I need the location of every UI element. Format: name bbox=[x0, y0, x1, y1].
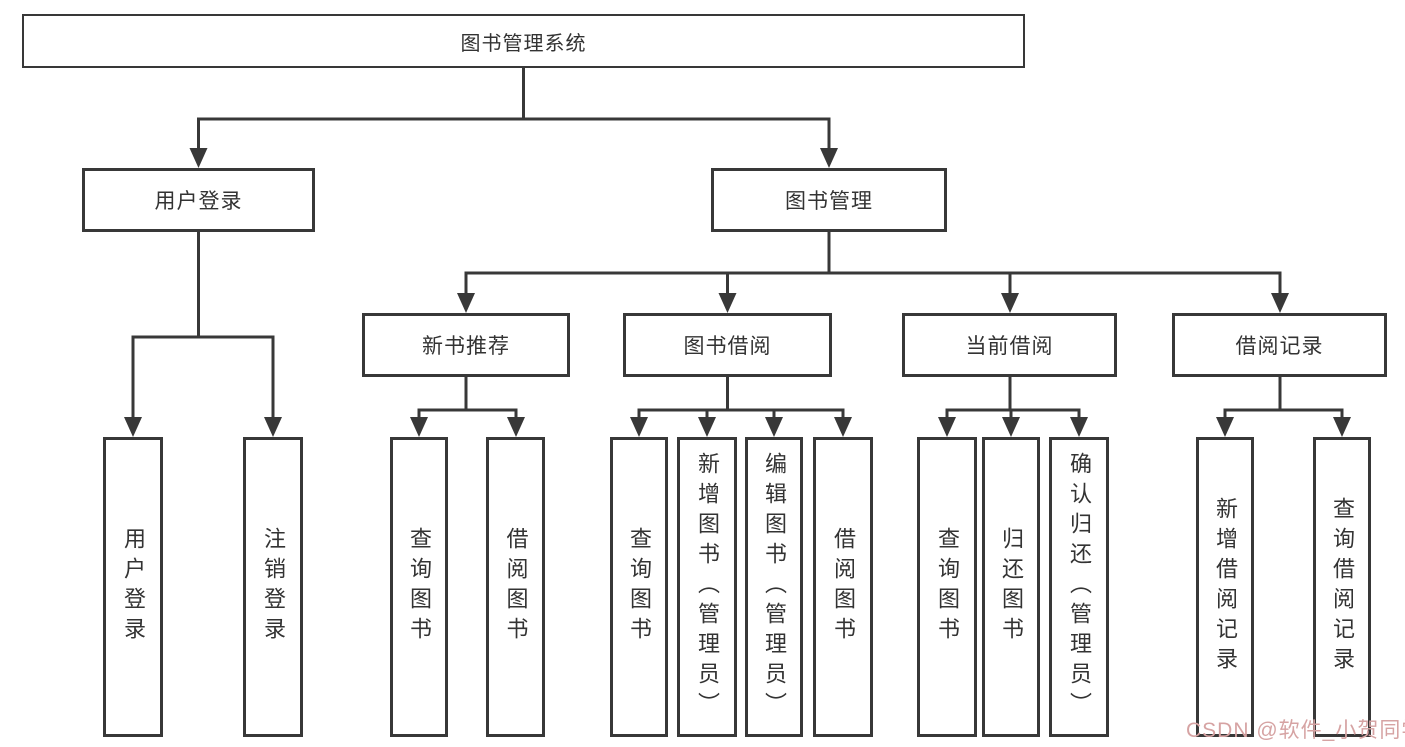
leaf-borrow-edit-book-admin: 编辑图书（管理员） bbox=[745, 437, 803, 737]
edge-borrow-record-to-leaves bbox=[1223, 375, 1344, 421]
arrow-down-icon bbox=[1002, 417, 1020, 437]
leaf-newrec-query-book-label: 查询图书 bbox=[407, 527, 432, 647]
arrow-down-icon bbox=[189, 148, 208, 168]
arrow-down-icon bbox=[698, 417, 716, 437]
arrow-down-icon bbox=[1333, 417, 1351, 437]
arrow-down-icon bbox=[1070, 417, 1088, 437]
arrow-down-icon bbox=[1216, 417, 1234, 437]
node-root-label: 图书管理系统 bbox=[460, 32, 587, 55]
node-borrow-record-label: 借阅记录 bbox=[1235, 335, 1324, 358]
arrow-down-icon bbox=[264, 417, 282, 437]
leaf-record-query-borrow-record-label: 查询借阅记录 bbox=[1330, 497, 1355, 677]
edge-root-to-level2 bbox=[197, 66, 831, 152]
leaf-newrec-borrow-book-label: 借阅图书 bbox=[503, 527, 529, 647]
node-root: 图书管理系统 bbox=[22, 14, 1025, 68]
leaf-record-add-borrow-record-label: 新增借阅记录 bbox=[1213, 497, 1238, 677]
leaf-borrow-query-book: 查询图书 bbox=[610, 437, 668, 737]
leaf-current-query-book-label: 查询图书 bbox=[935, 527, 960, 647]
arrow-down-icon bbox=[410, 417, 428, 437]
leaf-current-confirm-return-admin-label: 确认归还（管理员） bbox=[1067, 452, 1092, 722]
leaf-borrow-add-book-admin-label: 新增图书（管理员） bbox=[695, 452, 720, 722]
arrow-down-icon bbox=[1271, 293, 1289, 313]
node-book-management: 图书管理 bbox=[711, 168, 947, 232]
node-current-borrow-label: 当前借阅 bbox=[965, 335, 1054, 358]
edge-current-borrow-to-leaves bbox=[945, 375, 1081, 421]
leaf-borrow-add-book-admin: 新增图书（管理员） bbox=[677, 437, 737, 737]
arrowheads bbox=[124, 148, 1351, 437]
leaf-borrow-borrow-book-label: 借阅图书 bbox=[831, 527, 856, 647]
node-book-borrow-label: 图书借阅 bbox=[683, 335, 772, 358]
leaf-logout-label: 注销登录 bbox=[261, 527, 286, 647]
leaf-current-query-book: 查询图书 bbox=[917, 437, 977, 737]
arrow-down-icon bbox=[124, 417, 142, 437]
node-current-borrow: 当前借阅 bbox=[902, 313, 1117, 377]
leaf-newrec-borrow-book: 借阅图书 bbox=[486, 437, 545, 737]
leaf-current-return-book: 归还图书 bbox=[982, 437, 1040, 737]
arrow-down-icon bbox=[630, 417, 648, 437]
leaf-user-login: 用户登录 bbox=[103, 437, 163, 737]
arrow-down-icon bbox=[938, 417, 956, 437]
edge-new-book-recommend-to-leaves bbox=[417, 375, 518, 421]
node-book-management-label: 图书管理 bbox=[785, 190, 873, 213]
leaf-record-query-borrow-record: 查询借阅记录 bbox=[1313, 437, 1371, 737]
arrow-down-icon bbox=[765, 417, 783, 437]
leaf-borrow-borrow-book: 借阅图书 bbox=[813, 437, 873, 737]
leaf-record-add-borrow-record: 新增借阅记录 bbox=[1196, 437, 1254, 737]
node-user-login: 用户登录 bbox=[82, 168, 315, 232]
leaf-current-confirm-return-admin: 确认归还（管理员） bbox=[1049, 437, 1109, 737]
leaf-current-return-book-label: 归还图书 bbox=[999, 527, 1024, 647]
leaf-borrow-query-book-label: 查询图书 bbox=[627, 527, 652, 647]
csdn-watermark: CSDN @软件_小贺同学 bbox=[1186, 719, 1405, 742]
node-user-login-label: 用户登录 bbox=[154, 190, 243, 213]
leaf-newrec-query-book: 查询图书 bbox=[390, 437, 448, 737]
arrow-down-icon bbox=[1001, 293, 1019, 313]
arrow-down-icon bbox=[457, 293, 475, 313]
arrow-down-icon bbox=[820, 148, 838, 168]
node-borrow-record: 借阅记录 bbox=[1172, 313, 1387, 377]
leaf-borrow-edit-book-admin-label: 编辑图书（管理员） bbox=[762, 452, 787, 722]
arrow-down-icon bbox=[507, 417, 525, 437]
edge-book-management-to-level3 bbox=[464, 230, 1282, 297]
arrow-down-icon bbox=[718, 293, 737, 313]
edge-book-borrow-to-leaves bbox=[637, 375, 845, 421]
node-new-book-recommend: 新书推荐 bbox=[362, 313, 570, 377]
node-book-borrow: 图书借阅 bbox=[623, 313, 832, 377]
leaf-logout: 注销登录 bbox=[243, 437, 303, 737]
leaf-user-login-label: 用户登录 bbox=[121, 527, 146, 647]
edge-user-login-to-leaves bbox=[131, 230, 275, 421]
arrow-down-icon bbox=[834, 417, 852, 437]
node-new-book-recommend-label: 新书推荐 bbox=[422, 335, 510, 358]
